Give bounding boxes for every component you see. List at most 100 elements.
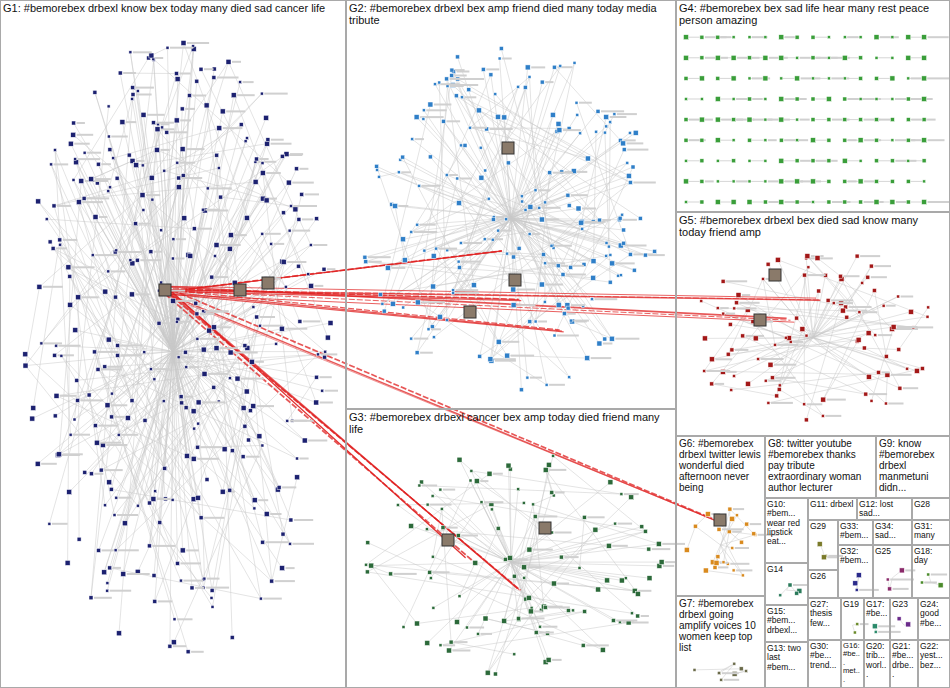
vertex bbox=[201, 208, 204, 211]
vertex bbox=[282, 211, 286, 215]
vertex bbox=[457, 266, 461, 270]
vertex-label-mark bbox=[785, 98, 807, 100]
vertex bbox=[487, 197, 490, 200]
tie-line bbox=[367, 572, 632, 613]
vertex bbox=[748, 180, 751, 183]
vertex bbox=[716, 307, 719, 310]
vertex bbox=[296, 457, 299, 460]
vertex bbox=[428, 102, 433, 107]
vertex-label-mark bbox=[901, 296, 914, 298]
vertex bbox=[732, 139, 735, 142]
vertex bbox=[556, 302, 561, 307]
vertex-label-mark bbox=[204, 68, 214, 70]
tie-line bbox=[458, 535, 511, 562]
vertex bbox=[401, 155, 405, 159]
vertex bbox=[59, 243, 62, 246]
tie-line bbox=[447, 175, 646, 255]
tie-line bbox=[101, 391, 246, 470]
tie-line bbox=[813, 338, 879, 373]
vertex bbox=[568, 376, 571, 379]
vertex bbox=[539, 217, 544, 222]
vertex bbox=[728, 322, 732, 326]
tie-line bbox=[145, 420, 198, 497]
vertex-label-mark bbox=[455, 69, 465, 71]
vertex bbox=[179, 395, 183, 399]
vertex-label-mark bbox=[121, 354, 143, 356]
vertex bbox=[764, 379, 767, 382]
vertex-label-mark bbox=[775, 377, 795, 379]
vertex bbox=[539, 282, 544, 287]
vertex bbox=[506, 252, 509, 255]
vertex bbox=[498, 57, 501, 60]
vertex bbox=[922, 118, 926, 122]
vertex-label-mark bbox=[928, 77, 950, 79]
vertex bbox=[428, 155, 432, 159]
tie-line bbox=[511, 562, 549, 660]
vertex-label-mark bbox=[305, 193, 319, 195]
vertex bbox=[446, 319, 449, 322]
tie-line bbox=[686, 98, 702, 99]
tie-line bbox=[453, 87, 518, 293]
vertex bbox=[840, 308, 845, 313]
tie-line bbox=[719, 529, 743, 575]
vertex bbox=[131, 97, 134, 100]
vertex-label-mark bbox=[321, 353, 338, 355]
vertex-label-mark bbox=[179, 321, 189, 323]
vertex bbox=[211, 605, 214, 608]
vertex bbox=[307, 273, 310, 276]
vertex bbox=[54, 393, 59, 398]
vertex bbox=[780, 77, 783, 80]
vertex-label-mark bbox=[864, 139, 881, 141]
vertex bbox=[199, 516, 203, 520]
vertex-label-mark bbox=[161, 149, 170, 151]
vertex-label-mark bbox=[136, 160, 144, 162]
vertex bbox=[452, 291, 455, 294]
vertex-label-mark bbox=[622, 219, 637, 221]
tie-line bbox=[877, 57, 893, 58]
cross-group-tie bbox=[165, 292, 562, 331]
vertex bbox=[700, 300, 703, 303]
vertex bbox=[434, 83, 437, 86]
vertex bbox=[76, 295, 81, 300]
vertex-label-mark bbox=[54, 163, 69, 165]
vertex bbox=[550, 112, 555, 117]
vertex-label-mark bbox=[768, 139, 777, 141]
vertex bbox=[573, 61, 576, 64]
vertex bbox=[295, 475, 300, 480]
vertex-label-mark bbox=[300, 168, 309, 170]
vertex bbox=[297, 217, 301, 221]
vertex bbox=[423, 249, 426, 252]
vertex bbox=[699, 76, 704, 81]
tie-line bbox=[173, 352, 212, 591]
tie-line bbox=[201, 69, 267, 200]
vertex-label-mark bbox=[255, 361, 264, 363]
vertex bbox=[811, 56, 815, 60]
vertex bbox=[411, 138, 414, 141]
vertex bbox=[94, 440, 99, 445]
vertex bbox=[97, 548, 101, 552]
vertex-label-mark bbox=[832, 119, 850, 121]
vertex bbox=[427, 328, 430, 331]
tie-line bbox=[536, 632, 583, 645]
vertex bbox=[811, 179, 816, 184]
vertex bbox=[363, 255, 367, 259]
vertex bbox=[215, 153, 219, 157]
vertex bbox=[484, 169, 487, 172]
cross-group-tie bbox=[165, 293, 718, 521]
vertex bbox=[870, 399, 873, 402]
vertex-label-mark bbox=[880, 119, 894, 121]
vertex bbox=[907, 159, 910, 162]
tie-line bbox=[75, 330, 173, 351]
vertex bbox=[736, 293, 741, 298]
vertex bbox=[875, 56, 878, 59]
tie-line bbox=[173, 352, 238, 379]
vertex bbox=[129, 292, 134, 297]
vertex bbox=[528, 204, 533, 209]
tie-line bbox=[511, 517, 535, 563]
vertex bbox=[843, 200, 847, 204]
vertex bbox=[821, 397, 826, 402]
vertex-label-mark bbox=[121, 345, 143, 347]
vertex bbox=[685, 201, 688, 204]
vertex bbox=[266, 138, 270, 142]
vertex bbox=[121, 572, 126, 577]
